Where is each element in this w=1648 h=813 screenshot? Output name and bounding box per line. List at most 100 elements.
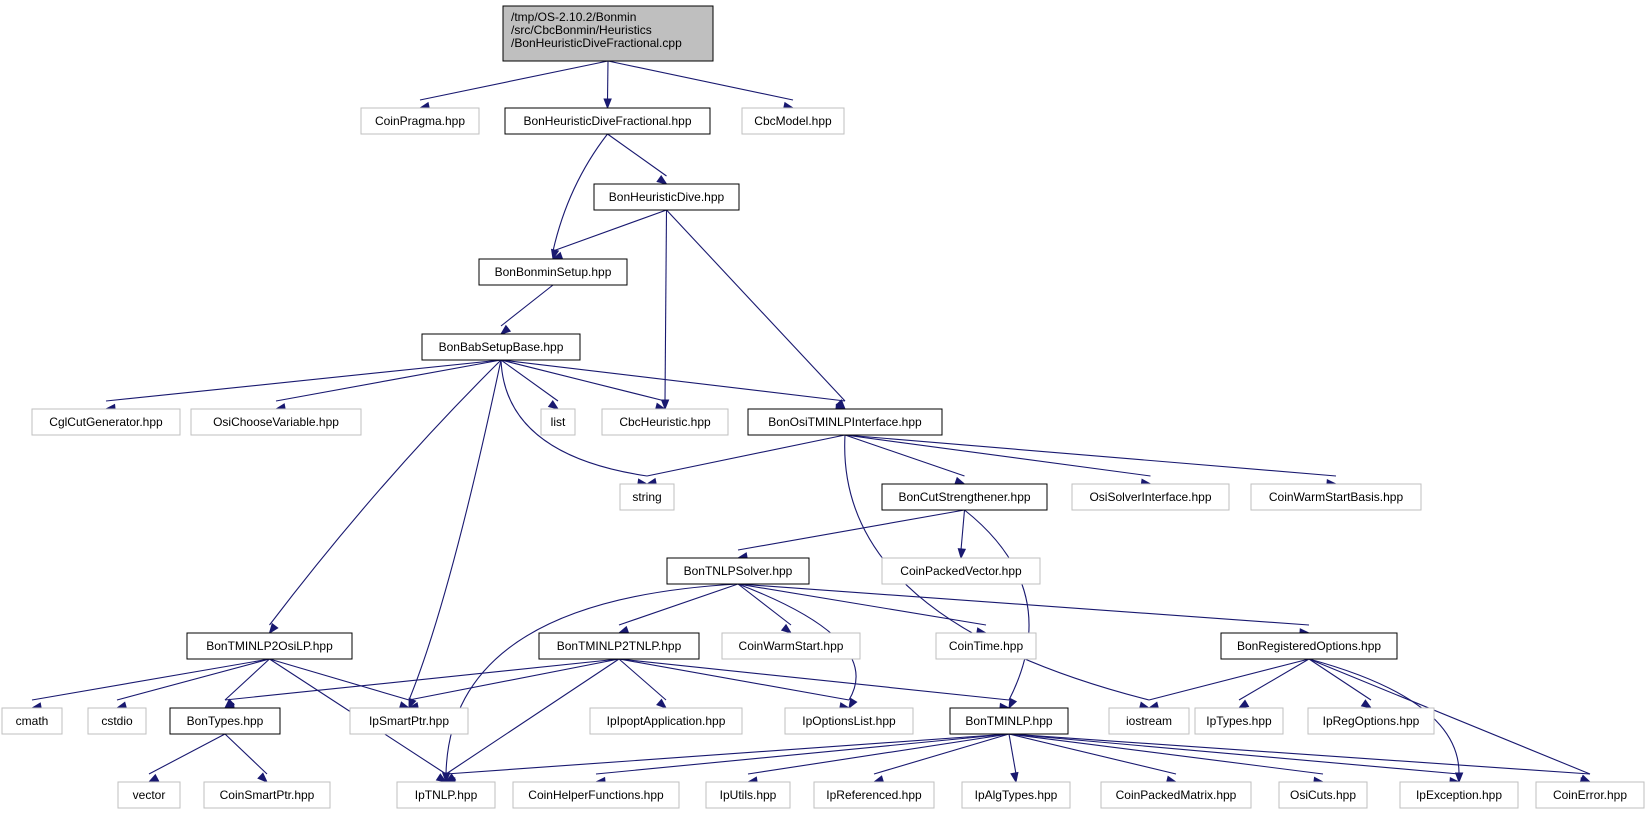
node-box[interactable]: [881, 483, 1048, 511]
node-label: CoinPragma.hpp: [375, 114, 465, 128]
edge-line: [500, 359, 648, 477]
node-osisolverinterface: OsiSolverInterface.hpp: [1071, 483, 1230, 511]
edge-bonbabsetupbase-to-cglcutgenerator: [104, 359, 502, 413]
node-bonregisteredoptions[interactable]: BonRegisteredOptions.hpp: [1220, 632, 1398, 660]
edge-line: [747, 733, 1010, 775]
node-label: BonCutStrengthener.hpp: [898, 490, 1030, 504]
node-label: CbcHeuristic.hpp: [619, 415, 711, 429]
node-cbcmodel: CbcModel.hpp: [741, 107, 845, 135]
node-cstdio: cstdio: [87, 707, 147, 735]
node-osicuts: OsiCuts.hpp: [1278, 781, 1368, 809]
node-box[interactable]: [538, 632, 700, 660]
node-bontypes[interactable]: BonTypes.hpp: [169, 707, 281, 735]
arrowhead: [1237, 699, 1250, 709]
node-box: [117, 781, 181, 809]
node-box: [349, 707, 469, 735]
edge-bontminlp-to-ipreferenced: [872, 733, 1010, 784]
edge-bonbabsetupbase-to-cbcheuristic: [500, 359, 667, 411]
root-node-label-line: /tmp/OS-2.10.2/Bonmin: [511, 10, 636, 24]
node-box: [813, 781, 935, 809]
edge-line: [1008, 733, 1177, 775]
edge-line: [224, 658, 270, 701]
edge-bonregisteredoptions-to-ipregoptions: [1308, 658, 1373, 709]
edge-bonheuristicdive-to-cbcheuristic: [660, 209, 670, 411]
node-bontminlp[interactable]: BonTMINLP.hpp: [949, 707, 1069, 735]
node-string: string: [619, 483, 675, 511]
node-box[interactable]: [666, 557, 810, 585]
node-boncutstrengthener[interactable]: BonCutStrengthener.hpp: [881, 483, 1048, 511]
node-bonheuristicdive[interactable]: BonHeuristicDive.hpp: [593, 183, 740, 211]
node-coinpragma: CoinPragma.hpp: [360, 107, 480, 135]
edge-line: [275, 359, 502, 402]
node-bontminlp2tnlp[interactable]: BonTMINLP2TNLP.hpp: [538, 632, 700, 660]
node-label: IpIpoptApplication.hpp: [607, 714, 726, 728]
node-box[interactable]: [186, 632, 353, 660]
node-bontnlpsolver[interactable]: BonTNLPSolver.hpp: [666, 557, 810, 585]
node-box: [705, 781, 791, 809]
node-coinwarmstart: CoinWarmStart.hpp: [721, 632, 861, 660]
node-box[interactable]: [1220, 632, 1398, 660]
edge-bontminlp2tnlp-to-ipsmartptr: [407, 658, 620, 711]
arrowhead: [547, 400, 560, 410]
node-cmath: cmath: [1, 707, 63, 735]
node-label: OsiSolverInterface.hpp: [1089, 490, 1211, 504]
node-box[interactable]: [949, 707, 1069, 735]
edge-line: [269, 658, 410, 701]
node-box[interactable]: [421, 333, 581, 361]
node-ipregoptions: IpRegOptions.hpp: [1307, 707, 1435, 735]
node-cglcutgenerator: CglCutGenerator.hpp: [31, 408, 181, 436]
edge-line: [607, 60, 794, 101]
node-label: BonBabSetupBase.hpp: [439, 340, 564, 354]
node-box[interactable]: [593, 183, 740, 211]
node-box[interactable]: [747, 408, 943, 436]
edge-bontminlp2osilp-to-cmath: [30, 658, 270, 711]
node-box: [396, 781, 496, 809]
node-label: IpRegOptions.hpp: [1323, 714, 1420, 728]
edge-bonheuristicdive-to-bonbonminsetup: [551, 209, 667, 260]
edge-line: [224, 658, 620, 701]
arrowhead: [499, 324, 512, 335]
node-bonheuristicdivefractional[interactable]: BonHeuristicDiveFractional.hpp: [504, 107, 711, 135]
node-box: [1194, 707, 1284, 735]
node-box: [741, 107, 845, 135]
node-bonositminlpinterface[interactable]: BonOsiTMINLPInterface.hpp: [747, 408, 943, 436]
node-cointime: CoinTime.hpp: [935, 632, 1037, 660]
node-bonbabsetupbase[interactable]: BonBabSetupBase.hpp: [421, 333, 581, 361]
node-box[interactable]: [478, 258, 628, 286]
edge-bonregisteredoptions-to-iostream: [1147, 658, 1310, 710]
root-node-label-line: /BonHeuristicDiveFractional.cpp: [511, 36, 682, 50]
node-box: [1535, 781, 1645, 809]
edge-line: [1308, 658, 1591, 775]
node-label: vector: [133, 788, 166, 802]
edge-line: [105, 359, 502, 402]
node-label: CoinError.hpp: [1553, 788, 1627, 802]
edge-line: [408, 359, 502, 701]
node-label: cstdio: [101, 714, 133, 728]
arrowhead: [957, 548, 967, 560]
node-coinhelperfunctions: CoinHelperFunctions.hpp: [512, 781, 680, 809]
node-label: IpTypes.hpp: [1206, 714, 1272, 728]
node-bontminlp2osilp[interactable]: BonTMINLP2OsiLP.hpp: [186, 632, 353, 660]
node-box: [1307, 707, 1435, 735]
node-label: CoinTime.hpp: [949, 639, 1024, 653]
arrowhead: [1008, 697, 1018, 710]
node-box[interactable]: [169, 707, 281, 735]
node-label: IpReferenced.hpp: [826, 788, 922, 802]
edge-line: [1008, 733, 1591, 775]
edge-bontnlpsolver-to-cointime: [737, 583, 988, 636]
node-ipalgtypes: IpAlgTypes.hpp: [961, 781, 1071, 809]
edge-line: [618, 658, 850, 701]
node-label: list: [551, 415, 566, 429]
edge-line: [666, 209, 846, 402]
node-box: [721, 632, 861, 660]
node-box[interactable]: [504, 107, 711, 135]
node-label: OsiCuts.hpp: [1290, 788, 1356, 802]
edge-line: [269, 359, 502, 626]
arrowhead: [435, 773, 448, 783]
arrowhead: [441, 772, 451, 784]
node-bonbonminsetup[interactable]: BonBonminSetup.hpp: [478, 258, 628, 286]
node-box: [1250, 483, 1422, 511]
node-box: [1100, 781, 1252, 809]
edge-line: [737, 583, 987, 626]
edge-line: [1148, 658, 1310, 701]
